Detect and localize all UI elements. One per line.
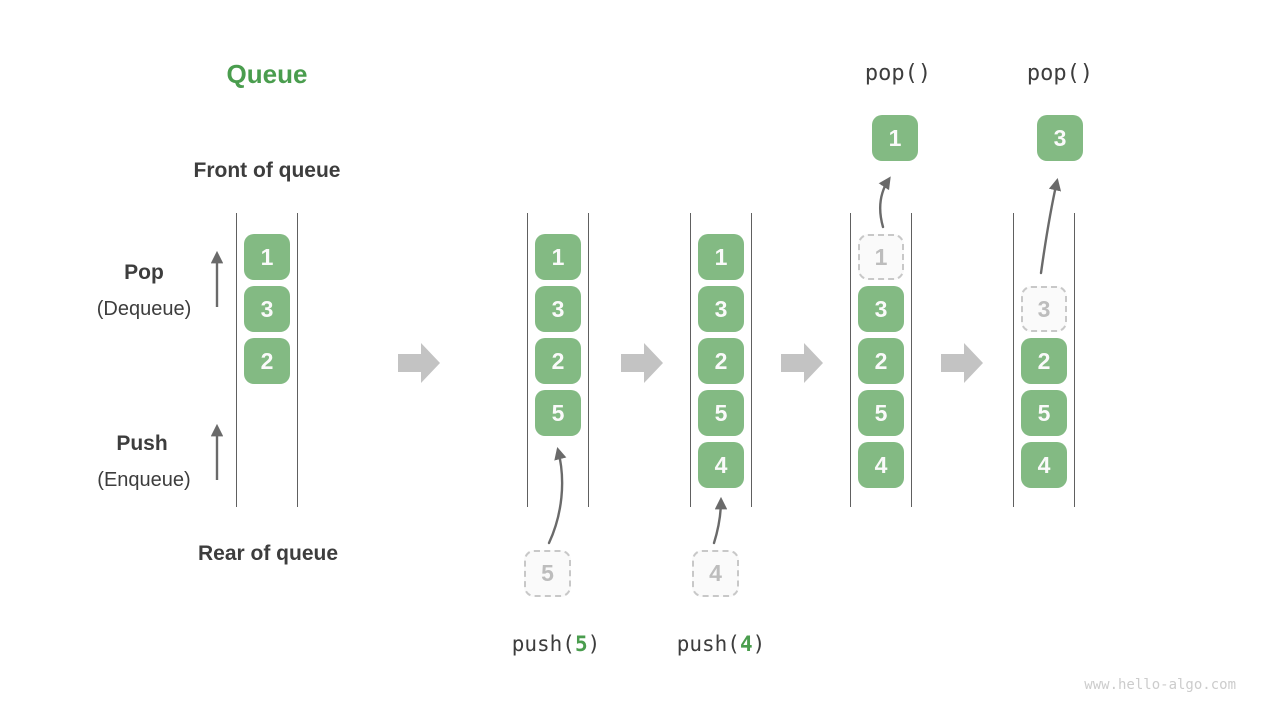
flow-arrow-icon	[398, 343, 440, 383]
front-of-queue-label: Front of queue	[193, 159, 341, 182]
staged-value-box-1: 5	[524, 550, 571, 597]
push-call-label-2: push(4)	[677, 632, 766, 656]
queue-cell: 2	[244, 338, 290, 384]
queue-cell: 3	[535, 286, 581, 332]
push-label: Push	[116, 432, 168, 455]
queue-cell: 1	[244, 234, 290, 280]
queue-cell: 4	[1021, 442, 1067, 488]
queue-cell: 5	[1021, 390, 1067, 436]
queue-cell: 2	[1021, 338, 1067, 384]
popped-value-box-2: 3	[1037, 115, 1083, 161]
queue-cell: 3	[244, 286, 290, 332]
staged-value-box-2: 4	[692, 550, 739, 597]
push-call-pre: push(	[511, 632, 575, 656]
queue-cell: 1	[535, 234, 581, 280]
watermark: www.hello-algo.com	[1084, 677, 1236, 693]
rear-of-queue-label: Rear of queue	[197, 542, 339, 565]
queue-cell: 3	[698, 286, 744, 332]
queue-cell: 2	[698, 338, 744, 384]
dequeue-label: (Dequeue)	[96, 298, 192, 320]
enqueue-label: (Enqueue)	[97, 469, 191, 491]
queue-cell: 4	[698, 442, 744, 488]
queue-cell: 2	[858, 338, 904, 384]
queue-cell: 2	[535, 338, 581, 384]
queue-cell: 5	[535, 390, 581, 436]
push-call-arg: 5	[574, 632, 588, 656]
queue-column-1: 1 3 2	[236, 213, 298, 507]
queue-cell-ghost: 3	[1021, 286, 1067, 332]
queue-cell: 4	[858, 442, 904, 488]
flow-arrow-icon	[941, 343, 983, 383]
queue-column-3: 1 3 2 5 4	[690, 213, 752, 507]
queue-column-5: 3 2 5 4	[1013, 213, 1075, 507]
flow-arrow-icon	[781, 343, 823, 383]
push-call-pre: push(	[676, 632, 740, 656]
queue-cell: 5	[698, 390, 744, 436]
push-call-post: )	[587, 632, 601, 656]
popped-value-box-1: 1	[872, 115, 918, 161]
queue-cell: 1	[698, 234, 744, 280]
queue-cell: 5	[858, 390, 904, 436]
diagram-title: Queue	[226, 59, 308, 89]
pop-call-label-1: pop()	[864, 61, 932, 86]
push-call-label-1: push(5)	[512, 632, 601, 656]
queue-column-4: 1 3 2 5 4	[850, 213, 912, 507]
pop-label: Pop	[124, 261, 164, 284]
push-call-arg: 4	[739, 632, 753, 656]
push-call-post: )	[752, 632, 766, 656]
queue-cell: 3	[858, 286, 904, 332]
queue-cell-ghost: 1	[858, 234, 904, 280]
queue-column-2: 1 3 2 5	[527, 213, 589, 507]
flow-arrow-icon	[621, 343, 663, 383]
pop-call-label-2: pop()	[1026, 61, 1094, 86]
